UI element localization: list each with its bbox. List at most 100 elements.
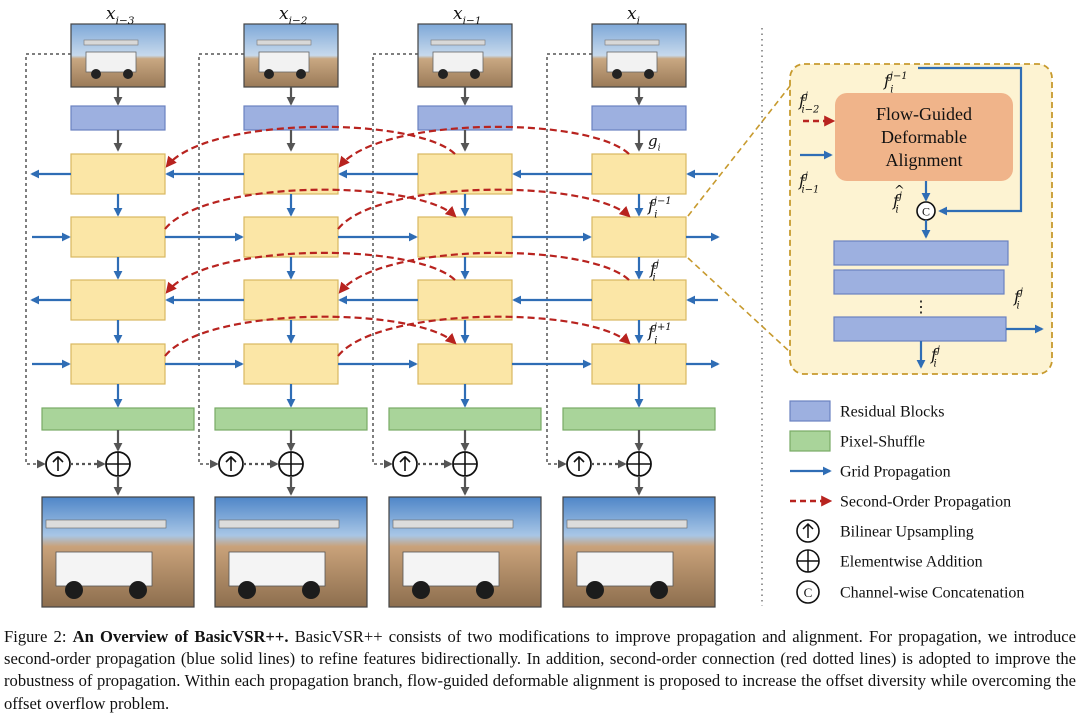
prop-block-2-0 xyxy=(417,153,513,195)
cart-wheel-b-0 xyxy=(123,69,133,79)
red-arc-1-1 xyxy=(337,188,631,230)
up-arrow-glyph-3 xyxy=(573,455,585,471)
prop-block-0-1 xyxy=(70,216,166,258)
legend-up-glyph xyxy=(802,522,814,538)
out-roof-3 xyxy=(566,519,688,529)
label-out-down-sup: j xyxy=(935,345,940,356)
label-out-down-sub: i xyxy=(934,358,937,369)
zoom-line-top xyxy=(687,85,791,217)
label-out-right-base: f xyxy=(1013,287,1023,306)
out-roof-2 xyxy=(392,519,514,529)
label-f-hat-base: f xyxy=(892,191,902,210)
cart-body-0 xyxy=(85,51,137,73)
pixel-shuffle-2 xyxy=(388,407,542,431)
label-f-im1-sub: i−1 xyxy=(802,184,820,195)
label-panel-f-jm1-sub: i xyxy=(890,84,893,95)
prop-block-3-1 xyxy=(591,216,687,258)
input-label-3-base: x xyxy=(627,4,637,24)
red-arc-3-1 xyxy=(337,315,631,357)
label-g: gi xyxy=(648,132,661,154)
legend-text-grid: Grid Propagation xyxy=(840,464,951,481)
input-label-2-sub: i−1 xyxy=(463,15,482,27)
input-label-3: xi xyxy=(627,4,640,27)
out-body-2 xyxy=(402,551,500,587)
label-out-right-sub: i xyxy=(1017,300,1020,311)
cart-roof-1 xyxy=(256,39,312,46)
input-label-0-base: x xyxy=(106,4,116,24)
input-label-1-base: x xyxy=(279,4,289,24)
cart-wheel-a-2 xyxy=(438,69,448,79)
prop-block-1-3 xyxy=(243,343,339,385)
out-wheel-a-0 xyxy=(65,581,83,599)
input-label-2: xi−1 xyxy=(453,4,482,27)
label-g-base: g xyxy=(648,132,658,150)
input-label-0: xi−3 xyxy=(106,4,135,27)
legend-concat-circle xyxy=(796,580,820,604)
label-f-j-base: f xyxy=(649,259,659,278)
prop-block-2-1 xyxy=(417,216,513,258)
skip-dashed-2 xyxy=(372,53,418,469)
red-arc-0-2 xyxy=(165,125,456,168)
input-label-2-base: x xyxy=(453,4,463,24)
pixel-shuffle-3 xyxy=(562,407,716,431)
prop-block-1-1 xyxy=(243,216,339,258)
panel-residual-1 xyxy=(833,240,1009,266)
residual-block-0 xyxy=(70,105,166,131)
fgda-text-line3: Alignment xyxy=(886,150,963,170)
legend-text-upsample: Bilinear Upsampling xyxy=(840,524,974,541)
legend-swatch-residual xyxy=(789,400,831,422)
legend-text-residual: Residual Blocks xyxy=(840,404,944,421)
label-f-hat-sup: j xyxy=(897,191,902,202)
red-arc-2-3 xyxy=(338,251,630,294)
label-out-right-sup: j xyxy=(1018,287,1023,298)
residual-block-3 xyxy=(591,105,687,131)
cart-roof-3 xyxy=(604,39,660,46)
cart-body-1 xyxy=(258,51,310,73)
label-f-im1: fj i−1 xyxy=(798,171,819,196)
label-f-jm1-sub: i xyxy=(654,209,657,220)
prop-block-0-0 xyxy=(70,153,166,195)
prop-block-1-0 xyxy=(243,153,339,195)
label-f-im1-base: f xyxy=(798,171,808,190)
caption-body: BasicVSR++ consists of two modifications… xyxy=(4,627,1077,713)
red-arc-0-3 xyxy=(338,125,630,168)
out-wheel-b-0 xyxy=(129,581,147,599)
cart-wheel-b-1 xyxy=(296,69,306,79)
out-wheel-b-3 xyxy=(650,581,668,599)
cart-body-3 xyxy=(606,51,658,73)
skip-dashed-3 xyxy=(546,53,592,469)
panel-skip-path xyxy=(918,66,1023,216)
label-f-hat-hat: ^ xyxy=(894,183,905,198)
prop-block-0-2 xyxy=(70,279,166,321)
legend-text-add: Elementwise Addition xyxy=(840,554,983,571)
output-frame-1 xyxy=(214,496,368,608)
fgda-box xyxy=(835,93,1013,181)
out-roof-0 xyxy=(45,519,167,529)
output-frame-3 xyxy=(562,496,716,608)
prop-block-2-3 xyxy=(417,343,513,385)
out-body-1 xyxy=(228,551,326,587)
input-label-1-sub: i−2 xyxy=(289,15,308,27)
label-panel-f-jm1-base: f xyxy=(883,71,893,90)
label-f-im2-base: f xyxy=(798,91,808,110)
out-wheel-a-1 xyxy=(238,581,256,599)
prop-block-3-0 xyxy=(591,153,687,195)
label-f-jp1-sup: j+1 xyxy=(652,322,672,333)
cart-wheel-a-1 xyxy=(264,69,274,79)
out-wheel-a-2 xyxy=(412,581,430,599)
out-roof-1 xyxy=(218,519,340,529)
legend-concat-letter: C xyxy=(804,585,813,600)
label-f-j-sup: j xyxy=(654,259,659,270)
input-frame-0 xyxy=(70,23,166,88)
out-wheel-b-1 xyxy=(302,581,320,599)
cart-wheel-b-3 xyxy=(644,69,654,79)
caption-title: An Overview of BasicVSR++. xyxy=(72,627,289,646)
label-f-im1-sup: j xyxy=(803,171,808,182)
up-arrow-glyph-1 xyxy=(225,455,237,471)
prop-block-2-2 xyxy=(417,279,513,321)
